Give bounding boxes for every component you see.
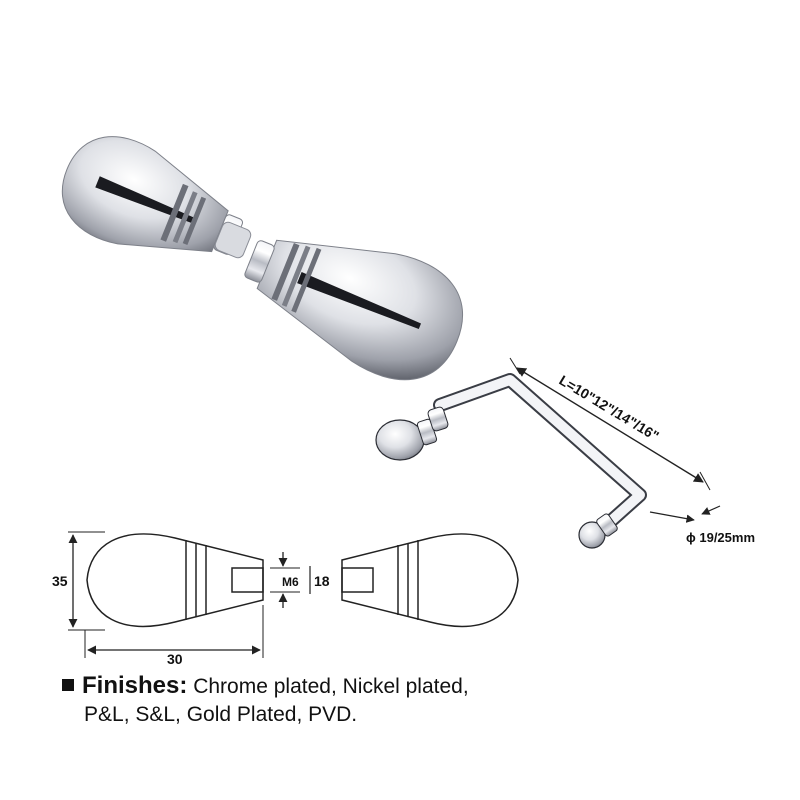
length-dimension-line — [516, 367, 704, 483]
diameter-label: ϕ 19/25mm — [686, 530, 755, 545]
m6-label: M6 — [282, 575, 299, 589]
depth-18-label: 18 — [314, 573, 330, 589]
bar-handle-illustration: L=10"12"/14"/16" ϕ 19/25mm — [375, 357, 755, 549]
bullet-square — [62, 679, 74, 691]
left-thread-socket — [231, 567, 264, 593]
spindle-photo — [214, 221, 252, 259]
width-30-label: 30 — [167, 651, 183, 667]
left-knob-photo — [61, 136, 244, 255]
technical-drawing — [68, 531, 519, 658]
height-35-label: 35 — [52, 573, 68, 589]
left-knob-outline — [86, 533, 264, 628]
right-thread-socket — [341, 567, 374, 593]
finishes-label: Finishes: — [82, 672, 188, 699]
finishes-text: Finishes: Chrome plated, Nickel plated, … — [62, 672, 782, 729]
right-knob-photo — [244, 239, 463, 381]
bar-top-knob — [375, 419, 425, 461]
finishes-line-1: Chrome plated, Nickel plated, — [193, 675, 469, 698]
finishes-line-2: P&L, S&L, Gold Plated, PVD. — [84, 703, 358, 726]
product-photo — [61, 136, 463, 381]
right-knob-outline — [341, 533, 519, 628]
